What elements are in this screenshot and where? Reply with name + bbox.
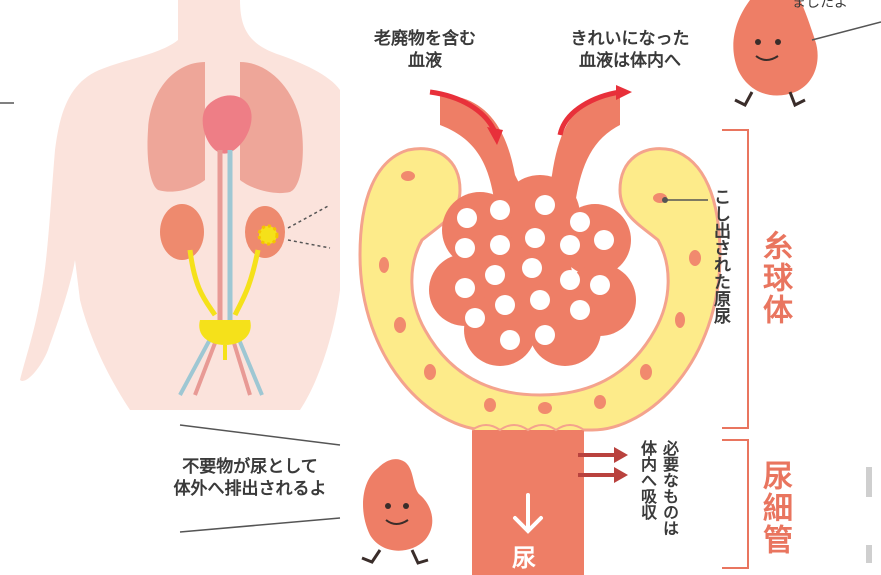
bladder-icon	[199, 320, 251, 345]
capillary-holes	[455, 195, 614, 350]
reabsorb-label: 必要なものは 体内へ吸収	[638, 440, 679, 536]
speech-fragment: ましたよ	[792, 0, 848, 11]
blood-in-label: 老廃物を含む 血液	[374, 29, 476, 71]
right-lung-icon	[240, 62, 303, 194]
arrow-out-icon	[557, 89, 621, 136]
blood-out-label: きれいになった 血液は体内へ	[570, 29, 690, 71]
arrow-in-icon	[429, 89, 498, 134]
kidney-mascot-bottom	[179, 424, 433, 565]
glomerulus-marker-icon	[257, 224, 279, 246]
efferent-vessel	[545, 95, 620, 205]
filtered-urine-label: こし出された原尿	[710, 188, 730, 324]
glomerulus-label: 糸球体	[757, 230, 792, 326]
left-lung-icon	[147, 62, 205, 192]
down-arrow-icon	[513, 493, 543, 534]
kidney-mascot-top	[733, 0, 881, 108]
heart-icon	[202, 95, 252, 154]
reabsorb-arrows-icon	[578, 447, 628, 483]
left-kidney-icon	[160, 204, 204, 260]
body-illustration	[0, 0, 340, 410]
glomerulus-bracket	[722, 129, 749, 429]
tubule-label: 尿細管	[757, 460, 792, 556]
bowman-capsule	[358, 147, 722, 432]
excrete-label: 不要物が尿として 体外へ排出されるよ	[173, 457, 327, 499]
tubule-bracket	[722, 439, 749, 569]
afferent-vessel	[440, 95, 530, 205]
urine-label: 尿	[512, 544, 536, 572]
